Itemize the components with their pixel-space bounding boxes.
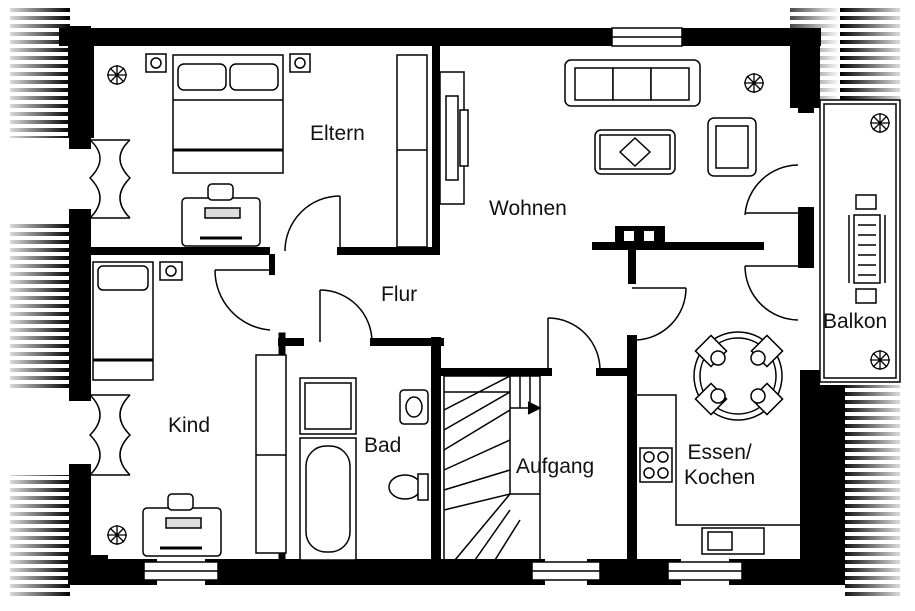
kitchen-fixtures	[636, 394, 800, 555]
pillar	[615, 226, 665, 250]
room-label-essen-kochen: Essen/ Kochen	[684, 441, 756, 490]
wardrobe-eltern	[396, 54, 428, 248]
roof-hatching-left	[10, 8, 70, 600]
doors	[88, 139, 799, 476]
room-label-flur: Flur	[381, 283, 418, 306]
staircase	[443, 375, 542, 561]
balcony	[819, 99, 901, 383]
room-label-bad: Bad	[364, 434, 402, 457]
sofa	[564, 59, 701, 107]
coffee-table	[594, 129, 676, 175]
tv-unit	[439, 71, 469, 205]
windows	[143, 27, 743, 581]
walls	[59, 26, 835, 585]
bathroom-fixtures	[299, 377, 429, 561]
desk-eltern	[181, 183, 261, 247]
dining-table	[693, 331, 784, 421]
room-label-eltern: Eltern	[310, 122, 365, 145]
double-bed	[145, 53, 311, 174]
room-label-aufgang: Aufgang	[516, 455, 595, 478]
wardrobe-kind	[255, 354, 287, 554]
plants	[107, 65, 890, 545]
room-label-balkon: Balkon	[823, 310, 888, 333]
armchair	[707, 117, 757, 177]
room-label-kind: Kind	[168, 414, 211, 437]
room-label-wohnen: Wohnen	[489, 197, 567, 220]
desk-kind	[142, 493, 222, 557]
single-bed	[92, 261, 183, 381]
